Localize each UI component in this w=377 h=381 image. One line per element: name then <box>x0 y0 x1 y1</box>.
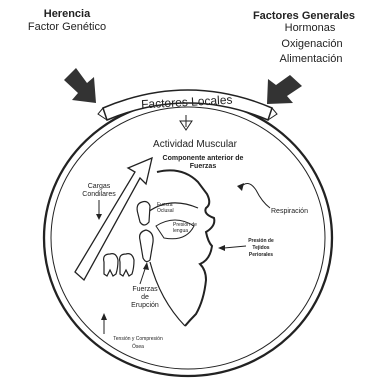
upper-tooth <box>137 202 150 226</box>
general-factors-title: Factores Generales <box>253 10 355 22</box>
perioral-label: Periorales <box>249 252 273 258</box>
left-influence-arrow <box>64 68 96 103</box>
face-profile <box>157 170 214 326</box>
molar-icon-right <box>120 254 134 276</box>
tension-arrow-head <box>101 313 107 320</box>
bone-label: Ósea <box>132 343 144 350</box>
molar-icon-left <box>104 254 118 276</box>
heredity-title: Herencia <box>44 8 91 20</box>
condylar-loads-label: Cargas <box>88 183 111 190</box>
eruption-arrow-head <box>143 262 149 270</box>
perioral-tissues-label: Tejidos <box>252 245 269 251</box>
eruption-label: Erupción <box>131 302 159 309</box>
lower-tooth <box>140 230 154 262</box>
genetic-factor-label: Factor Genético <box>28 21 106 33</box>
eruption-forces-label: Fuerzas <box>132 286 158 293</box>
respiration-arrow-head <box>237 183 244 191</box>
tongue-label: lengua <box>173 228 188 234</box>
condylar-arrow-head <box>96 214 102 220</box>
perioral-arrow-shaft <box>224 246 246 248</box>
perioral-pressure-label: Presión de <box>248 238 274 244</box>
tension-compression-label: Tensión y Compresión <box>113 336 163 342</box>
occlusal-label: Oclusal <box>157 208 174 214</box>
condylar-label: Condilares <box>82 191 116 198</box>
right-influence-arrow <box>267 75 302 104</box>
oxygenation-label: Oxigenación <box>281 38 342 50</box>
anterior-component-label: Componente anterior de <box>163 155 244 162</box>
nutrition-label: Alimentación <box>280 53 343 65</box>
mandible-line <box>150 262 185 326</box>
respiration-label: Respiración <box>271 208 308 215</box>
perioral-arrow-head <box>218 245 225 251</box>
eruption-of-label: de <box>141 294 149 301</box>
hormones-label: Hormonas <box>285 22 336 34</box>
banner-down-arrow <box>180 115 192 130</box>
muscular-activity-title: Actividad Muscular <box>153 139 238 150</box>
respiration-flow-line <box>240 183 270 208</box>
forces-label: Fuerzas <box>190 163 217 170</box>
